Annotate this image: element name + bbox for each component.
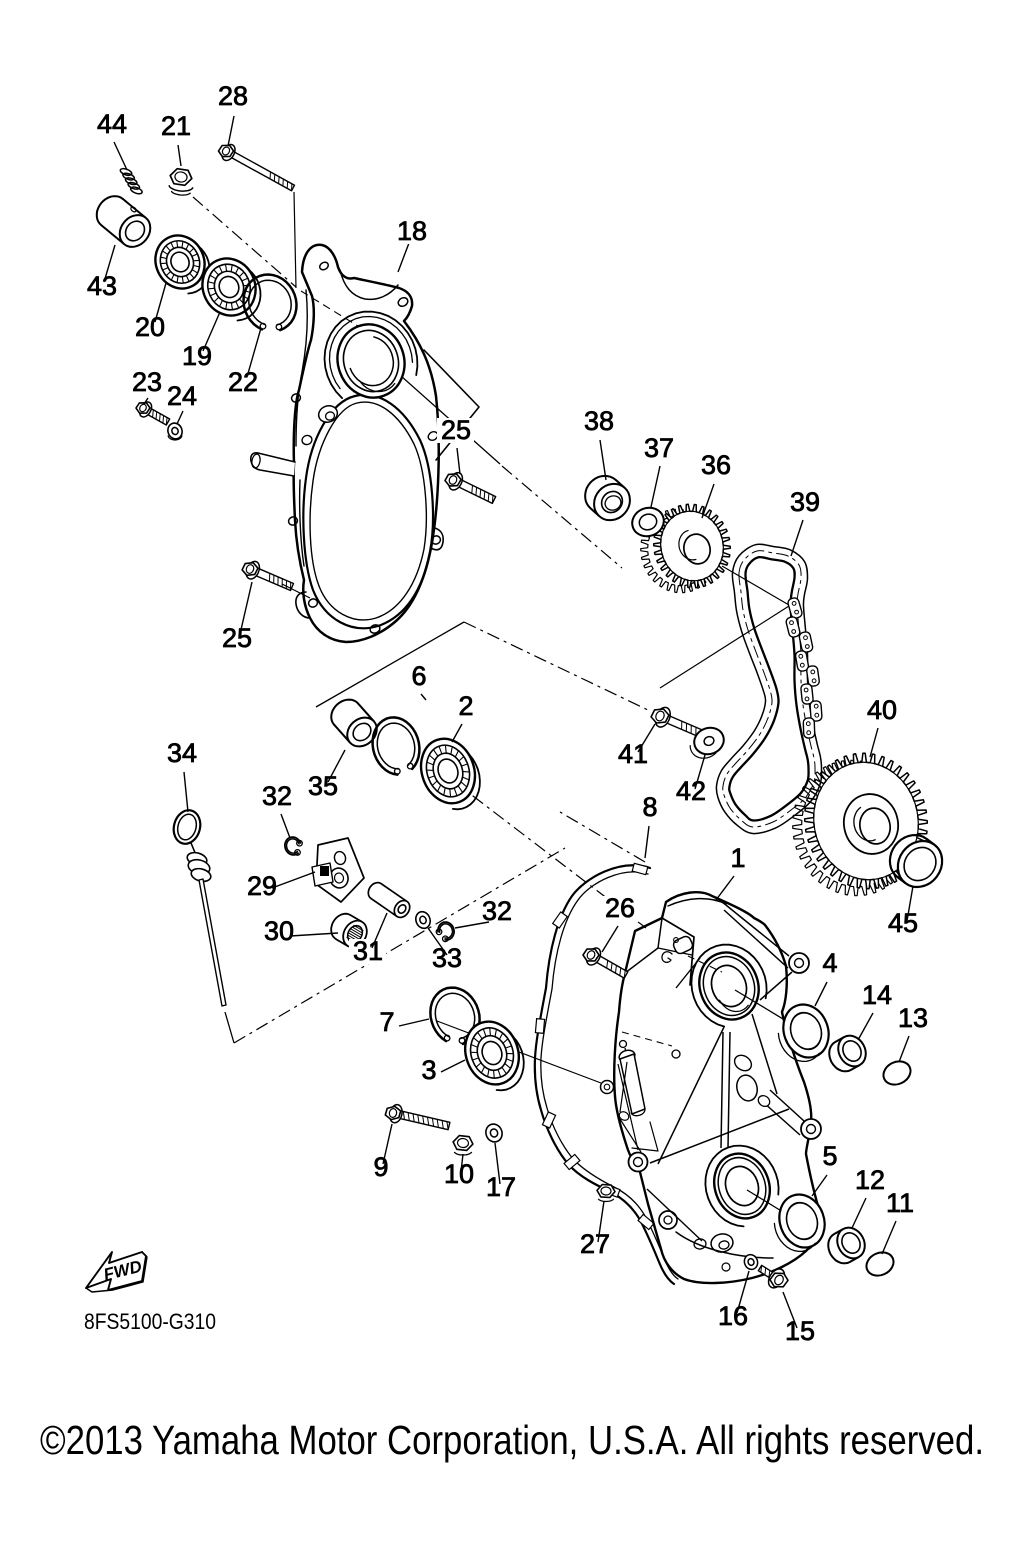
svg-text:26: 26 [605, 893, 635, 923]
svg-text:1: 1 [730, 843, 745, 873]
svg-text:36: 36 [701, 450, 731, 480]
svg-text:33: 33 [432, 943, 462, 973]
svg-text:28: 28 [218, 81, 248, 111]
svg-text:44: 44 [97, 109, 127, 139]
svg-text:45: 45 [888, 908, 918, 938]
svg-text:29: 29 [247, 871, 277, 901]
svg-text:35: 35 [308, 771, 338, 801]
svg-text:11: 11 [886, 1188, 914, 1218]
svg-text:40: 40 [867, 695, 897, 725]
svg-text:21: 21 [161, 111, 191, 141]
svg-text:25: 25 [222, 623, 252, 653]
svg-text:39: 39 [790, 487, 820, 517]
svg-text:32: 32 [482, 896, 512, 926]
svg-text:7: 7 [379, 1007, 394, 1037]
svg-text:19: 19 [182, 341, 212, 371]
svg-text:31: 31 [353, 936, 383, 966]
svg-text:37: 37 [644, 433, 674, 463]
svg-text:5: 5 [822, 1141, 837, 1171]
svg-text:3: 3 [421, 1055, 436, 1085]
svg-text:13: 13 [898, 1003, 928, 1033]
svg-text:23: 23 [132, 367, 162, 397]
svg-text:9: 9 [373, 1152, 388, 1182]
svg-text:22: 22 [228, 367, 258, 397]
svg-text:12: 12 [855, 1165, 885, 1195]
svg-text:20: 20 [135, 312, 165, 342]
svg-text:14: 14 [862, 980, 892, 1010]
svg-text:8FS5100-G310: 8FS5100-G310 [84, 1309, 216, 1334]
svg-text:15: 15 [785, 1316, 815, 1346]
svg-text:25: 25 [441, 415, 471, 445]
svg-text:2: 2 [458, 691, 473, 721]
svg-text:27: 27 [580, 1229, 610, 1259]
svg-text:30: 30 [264, 916, 294, 946]
svg-text:10: 10 [444, 1159, 474, 1189]
svg-text:18: 18 [397, 216, 427, 246]
svg-text:16: 16 [718, 1301, 748, 1331]
svg-text:24: 24 [167, 381, 197, 411]
svg-text:42: 42 [676, 776, 706, 806]
svg-text:17: 17 [486, 1172, 516, 1202]
svg-text:43: 43 [87, 271, 117, 301]
svg-text:6: 6 [411, 661, 426, 691]
svg-text:8: 8 [642, 792, 657, 822]
svg-text:4: 4 [822, 948, 837, 978]
svg-text:32: 32 [262, 781, 292, 811]
svg-text:©2013 Yamaha Motor Corporation: ©2013 Yamaha Motor Corporation, U.S.A. A… [40, 1417, 984, 1463]
svg-text:34: 34 [167, 738, 197, 768]
svg-text:38: 38 [584, 406, 614, 436]
